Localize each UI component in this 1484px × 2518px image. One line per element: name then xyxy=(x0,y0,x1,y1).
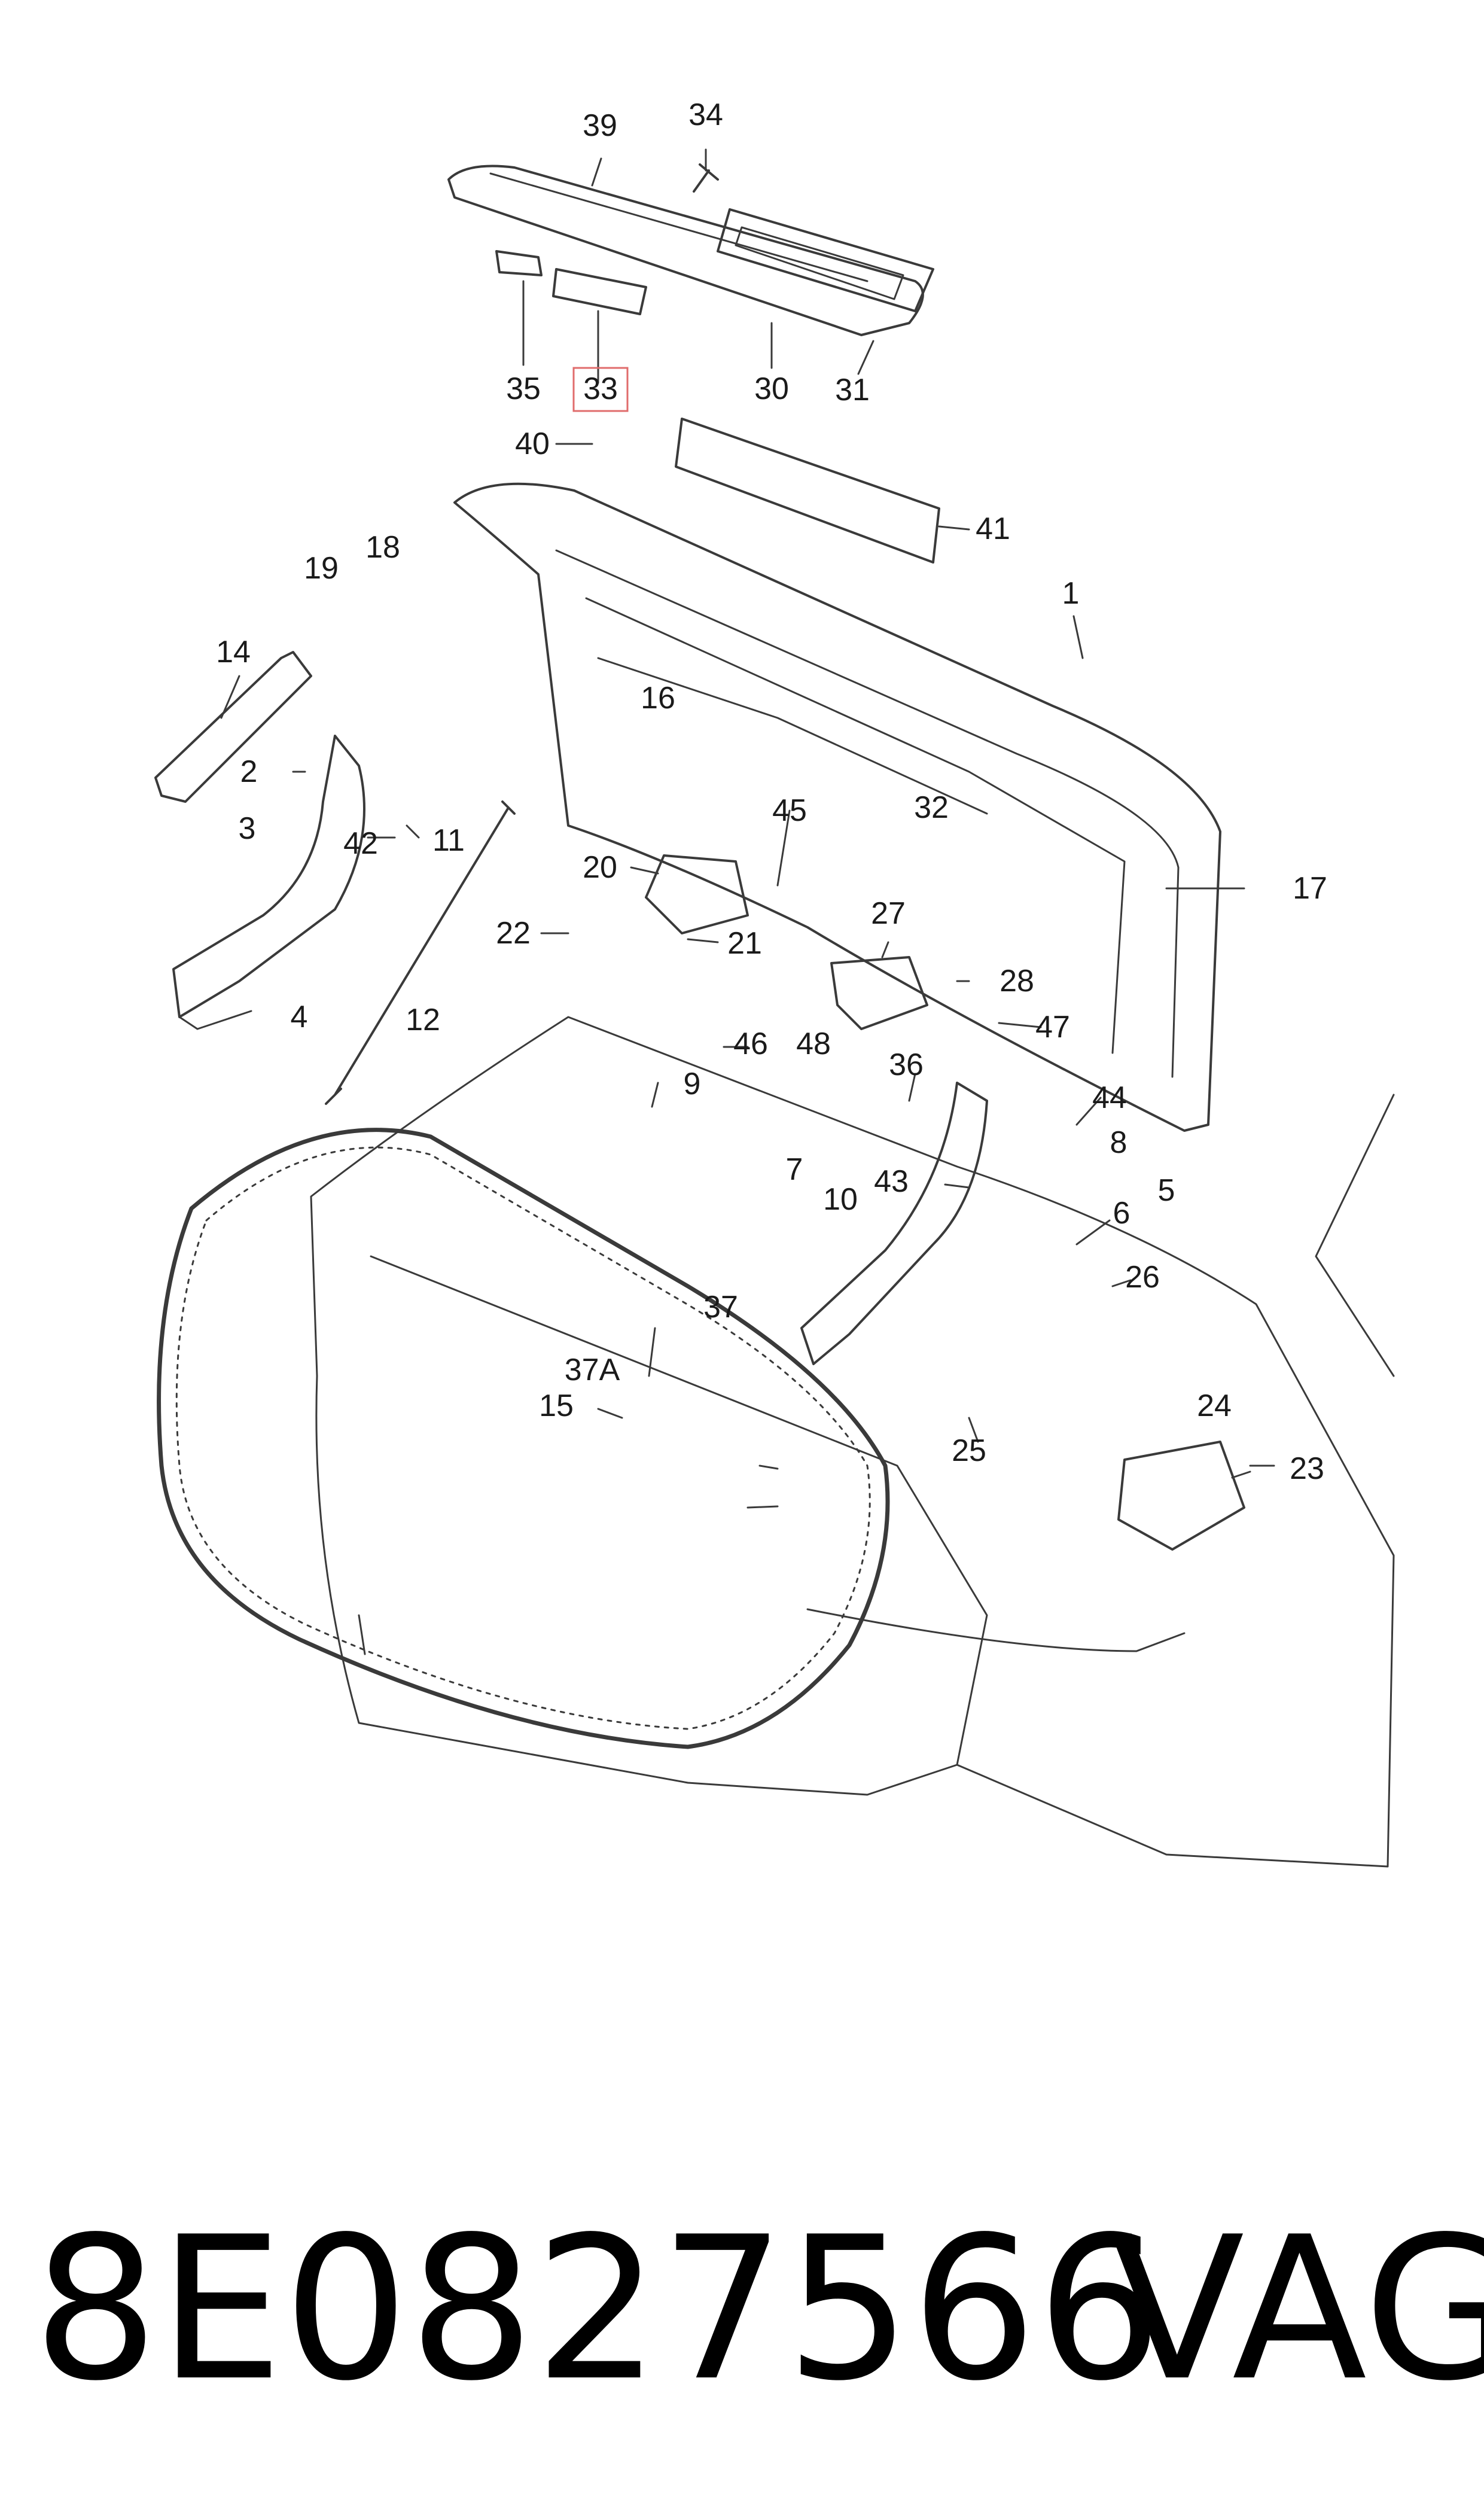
callout-9: 7 xyxy=(786,1152,803,1187)
callout-32: 32 xyxy=(914,790,949,825)
highlight-box xyxy=(572,367,629,412)
callout-45: 45 xyxy=(772,793,807,828)
callout-37: 23 xyxy=(1290,1451,1324,1486)
callout-46: 46 xyxy=(733,1027,768,1061)
exploded-parts-diagram: 39 34 35 33 30 31 40 41 18 19 1 16 14 2 … xyxy=(154,98,1395,1868)
callout-28: 28 xyxy=(1000,964,1034,998)
callout-16-upper: 16 xyxy=(641,681,675,715)
callout-39: 39 xyxy=(583,108,617,143)
callout-31: 31 xyxy=(835,373,870,407)
callout-19: 19 xyxy=(304,551,339,586)
gas-strut xyxy=(325,800,516,1105)
brake-light-part xyxy=(552,268,647,315)
trunk-lid xyxy=(453,482,1221,1132)
cable xyxy=(806,1608,1186,1652)
actuator-37 xyxy=(1117,1441,1245,1551)
callout-2-left: 2 xyxy=(240,754,258,789)
callout-41: 41 xyxy=(976,511,1010,546)
callout-27: 27 xyxy=(871,896,906,931)
callout-34: 34 xyxy=(688,98,723,132)
callout-11-right: 8 xyxy=(1110,1125,1128,1160)
callout-10: 25 xyxy=(952,1433,986,1468)
callout-14: 14 xyxy=(216,635,251,669)
bolt-34 xyxy=(693,163,719,193)
callout-11-left: 11 xyxy=(432,823,465,858)
clip-part xyxy=(495,250,543,276)
callout-20: 20 xyxy=(583,850,617,885)
callout-42-left: 42 xyxy=(343,826,378,861)
callout-7: 26 xyxy=(1125,1260,1160,1295)
leader-lines xyxy=(220,148,1275,1655)
callout-2-right: 36 xyxy=(889,1048,924,1082)
trim-14 xyxy=(154,651,312,803)
callout-8: 10 xyxy=(823,1182,858,1217)
hinge-right xyxy=(800,1082,988,1365)
hinge-left xyxy=(172,735,365,1018)
callout-labels: 39 34 35 33 30 31 40 41 18 19 1 16 14 2 … xyxy=(216,98,1327,1486)
callout-25: 15 xyxy=(539,1389,574,1423)
callout-21: 21 xyxy=(727,926,762,961)
callout-5: 43 xyxy=(874,1164,909,1199)
callout-12: 12 xyxy=(406,1003,440,1037)
callout-3: 3 xyxy=(239,811,256,846)
callout-47: 47 xyxy=(1035,1010,1070,1045)
trunk-lid-drawing xyxy=(154,148,1395,1868)
callout-42-right: 44 xyxy=(1092,1080,1127,1115)
callout-43: 24 xyxy=(1197,1389,1232,1423)
motor-27 xyxy=(830,956,928,1030)
callout-33: 33 xyxy=(583,372,618,406)
callout-17: 17 xyxy=(1293,871,1327,906)
callout-44: 6 xyxy=(1113,1196,1130,1231)
callout-1: 1 xyxy=(1062,576,1080,611)
plate-panel xyxy=(717,208,934,312)
callout-36: 9 xyxy=(684,1067,701,1101)
lock-20 xyxy=(645,854,749,934)
trim-plate xyxy=(675,418,940,564)
callout-40: 40 xyxy=(515,427,550,461)
part-number: 8E0827566 xyxy=(33,2194,1163,2424)
callout-22: 22 xyxy=(496,916,531,951)
callout-4: 4 xyxy=(291,1000,308,1034)
callout-18: 18 xyxy=(365,530,400,565)
brand-label: VAG xyxy=(1110,2194,1484,2424)
callout-26: 37A xyxy=(565,1353,620,1387)
seal-15 xyxy=(157,1128,890,1749)
callout-48: 48 xyxy=(796,1027,831,1061)
callout-30: 30 xyxy=(754,372,789,406)
callout-35: 35 xyxy=(506,372,541,406)
trunk-body xyxy=(310,1016,1395,1868)
callout-6: 37 xyxy=(703,1290,738,1325)
callout-16-lower: 5 xyxy=(1158,1173,1175,1208)
spoiler-trim xyxy=(447,165,924,336)
